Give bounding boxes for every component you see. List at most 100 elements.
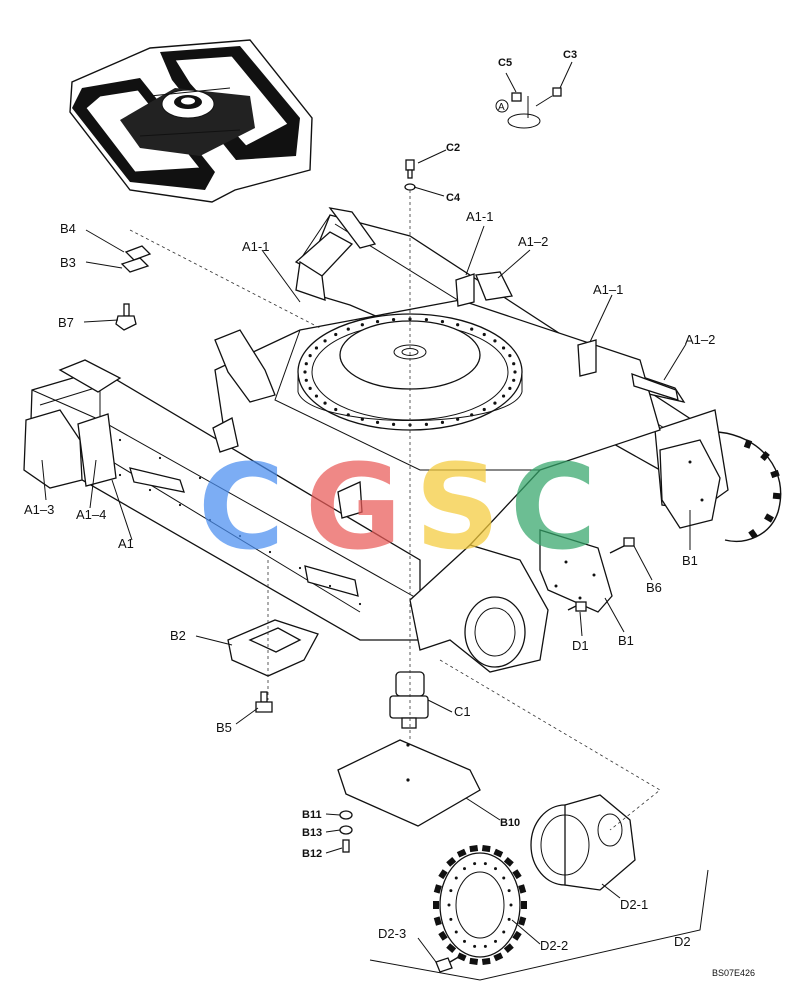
sprocket-bolt-hole [502, 876, 506, 880]
callout-labels: C5 C3 A C2 C4 A1-1 A1–2 A1-1 A1–1 A1–2 B… [24, 49, 755, 978]
sprocket-tooth [456, 848, 467, 858]
label-b1: B1 [618, 633, 634, 648]
label-a: A [498, 102, 505, 113]
watermark: C G S C [198, 438, 597, 576]
flange-bolt-hole [440, 420, 445, 425]
label-a1: A1 [118, 536, 134, 551]
label-d2-3: D2-3 [378, 926, 406, 941]
flange-bolt-hole [512, 378, 516, 382]
sprocket-bolt-hole [507, 889, 511, 893]
sprocket-tooth [469, 845, 479, 853]
flange-bolt-hole [375, 420, 380, 425]
flange-bolt-hole [334, 332, 338, 337]
flange-bolt-hole [501, 346, 506, 350]
sprocket-bolt-hole [507, 917, 511, 921]
flange-bolt-hole [308, 386, 312, 390]
flange-bolt-hole [360, 323, 364, 327]
sprocket-bolt-hole [454, 930, 458, 934]
label-b11: B11 [302, 809, 322, 821]
assembly-lines [129, 190, 709, 981]
flange-bolt-hole [508, 386, 512, 390]
watermark-letter: G [305, 438, 402, 576]
label-a1-2: A1–2 [518, 234, 548, 249]
sprocket-tooth [512, 930, 522, 941]
flange-bolt-hole [308, 354, 312, 358]
label-b1: B1 [682, 553, 698, 568]
flange-bolt-hole [334, 407, 338, 412]
flange-bolt-hole [493, 339, 497, 343]
label-a1-1: A1-1 [466, 209, 493, 224]
sprocket-bolt-hole [463, 867, 466, 871]
label-c5: C5 [498, 57, 512, 69]
flange-bolt-hole [440, 319, 445, 324]
label-a1-2: A1–2 [685, 332, 715, 347]
label-c4: C4 [446, 192, 461, 204]
sprocket-tooth [481, 957, 491, 965]
sprocket-bolt-hole [449, 889, 453, 893]
sprocket-bolt-hole [447, 903, 451, 907]
flange-bolt-hole [323, 339, 327, 343]
flange-bolt-hole [314, 346, 319, 350]
sprocket-tooth [433, 884, 442, 894]
label-d2: D2 [674, 934, 691, 949]
sprocket-bolt-hole [494, 939, 497, 943]
flange-bolt-hole [508, 354, 512, 358]
flange-bolt-hole [346, 413, 350, 417]
label-d2-1: D2-1 [620, 897, 648, 912]
sprocket-tooth [433, 916, 442, 926]
flange-bolt-hole [470, 413, 474, 417]
sprocket-bolt-hole [502, 930, 506, 934]
label-b2: B2 [170, 628, 186, 643]
label-c1: C1 [454, 704, 471, 719]
sprocket-tooth [438, 930, 448, 941]
flange-bolt-hole [493, 401, 497, 405]
sprocket-tooth [493, 848, 504, 858]
label-d1: D1 [572, 638, 589, 653]
sprocket-tooth [438, 869, 448, 880]
flange-bolt-hole [304, 378, 308, 382]
flange-bolt-hole [501, 394, 506, 398]
sprocket-tooth [512, 869, 522, 880]
track-frame [23, 207, 782, 673]
flange-bolt-hole [391, 318, 396, 322]
sprocket-bolt-hole [463, 939, 466, 943]
drawing-code: BS07E426 [712, 968, 755, 978]
label-b4: B4 [60, 221, 76, 236]
sprocket-bolt-hole [483, 862, 487, 866]
sprocket-tooth [503, 943, 514, 953]
flange-bolt-hole [346, 327, 350, 331]
flange-bolt-hole [323, 401, 327, 405]
sprocket-tooth [521, 901, 527, 909]
label-a1-1: A1-1 [242, 239, 269, 254]
label-a1-4: A1–4 [76, 507, 106, 522]
label-a1-3: A1–3 [24, 502, 54, 517]
sprocket-tooth [446, 943, 457, 953]
flange-bolt-hole [360, 417, 364, 421]
flange-bolt-hole [513, 370, 517, 374]
flange-bolt-hole [424, 422, 429, 426]
watermark-letter: C [198, 438, 285, 576]
sprocket-tooth [518, 884, 527, 894]
sprocket-tooth [469, 957, 479, 965]
sprocket-bolt-hole [483, 944, 487, 948]
undercarriage-thumbnail [69, 39, 313, 203]
flange-bolt-hole [375, 319, 380, 324]
sprocket-bolt-hole [473, 862, 477, 866]
flange-bolt-hole [512, 362, 516, 366]
sprocket-bolt-hole [509, 903, 513, 907]
sprocket-tooth [433, 901, 439, 909]
sprocket-bolt-hole [449, 917, 453, 921]
sprocket-tooth [446, 857, 457, 867]
flange-bolt-hole [391, 422, 396, 426]
flange-bolt-hole [303, 370, 307, 374]
flange-bolt-hole [482, 407, 486, 412]
sprocket-tooth [518, 916, 527, 926]
leader-lines [41, 61, 691, 963]
flange-bolt-hole [456, 323, 460, 327]
flange-bolt-hole [424, 318, 429, 322]
flange-bolt-hole [304, 362, 308, 366]
label-d2-2: D2-2 [540, 938, 568, 953]
label-b7: B7 [58, 315, 74, 330]
flange-bolt-hole [314, 394, 319, 398]
